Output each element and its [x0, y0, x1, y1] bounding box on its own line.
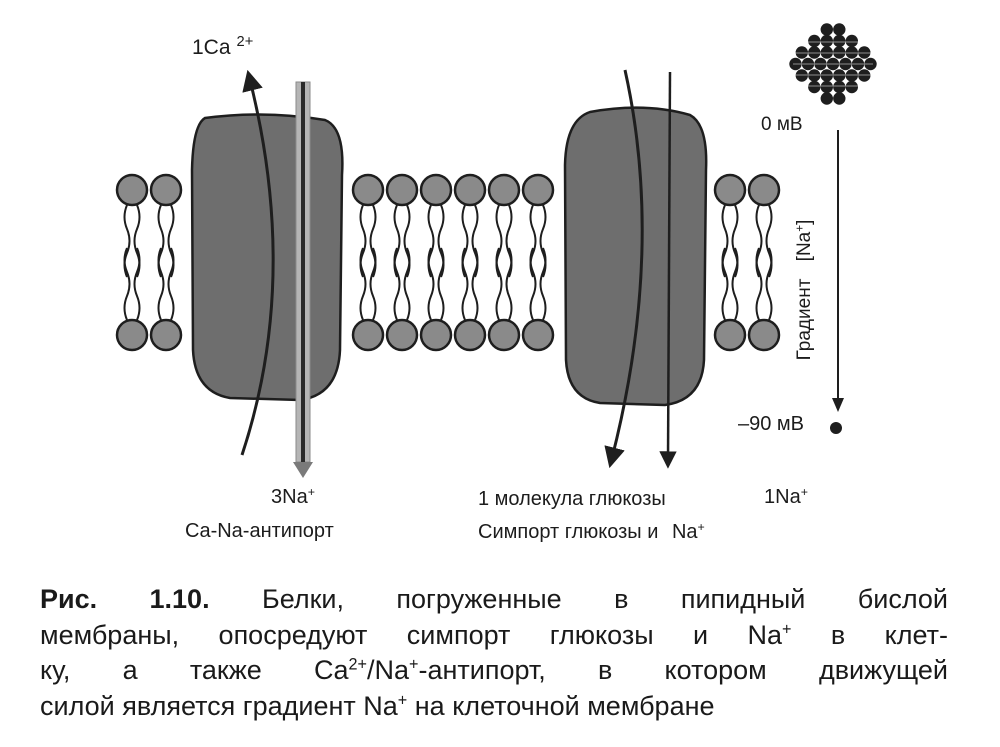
voltage-bottom-dot [830, 422, 842, 434]
caption-line-1: Рис. 1.10. Белки, погруженные в пипидный… [40, 584, 948, 614]
phospholipid [747, 173, 781, 352]
caption-line-2: мембраны, опосредуют симпорт глюкозы и N… [40, 619, 948, 650]
ca-efflux-arrow [240, 69, 275, 456]
na-right-label: 1Na+ [764, 485, 808, 508]
figure-number: Рис. 1.10. [40, 584, 210, 614]
na-symport-arrow [659, 71, 677, 469]
glucose-na-symporter-protein [563, 106, 708, 407]
caption-line-4: силой является градиент Na+ на клеточной… [40, 690, 715, 721]
phospholipid [453, 173, 487, 352]
membrane-transport-diagram [115, 23, 877, 478]
glucose-molecule-icon [789, 23, 877, 105]
gradient-axis-label: Градиент [Na+] [793, 219, 815, 361]
phospholipid [385, 173, 419, 352]
phospholipid [713, 173, 747, 352]
glucose-influx-arrow [604, 69, 644, 469]
lipid-bilayer [115, 173, 781, 352]
figure-caption: Рис. 1.10. Белки, погруженные в пипидный… [40, 582, 948, 724]
phospholipid [521, 173, 555, 352]
glucose-molecule-label: 1 молекула глюкозы [478, 488, 666, 510]
voltage-top-label: 0 мВ [761, 114, 803, 135]
caption-line-3: ку, а также Ca2+/Na+-антипорт, в котором… [40, 655, 948, 685]
phospholipid [351, 173, 385, 352]
phospholipid [487, 173, 521, 352]
na-bottom-left-label: 3Na+ [271, 485, 315, 508]
phospholipid [115, 173, 149, 352]
na-influx-arrow [293, 81, 313, 478]
phospholipid [419, 173, 453, 352]
phospholipid [149, 173, 183, 352]
voltage-gradient-arrow [832, 130, 844, 412]
voltage-bottom-label: –90 мВ [738, 413, 805, 435]
antiport-label: Ca-Na-антипорт [185, 520, 334, 542]
symport-label: Симпорт глюкозы и Na+ [478, 520, 705, 543]
